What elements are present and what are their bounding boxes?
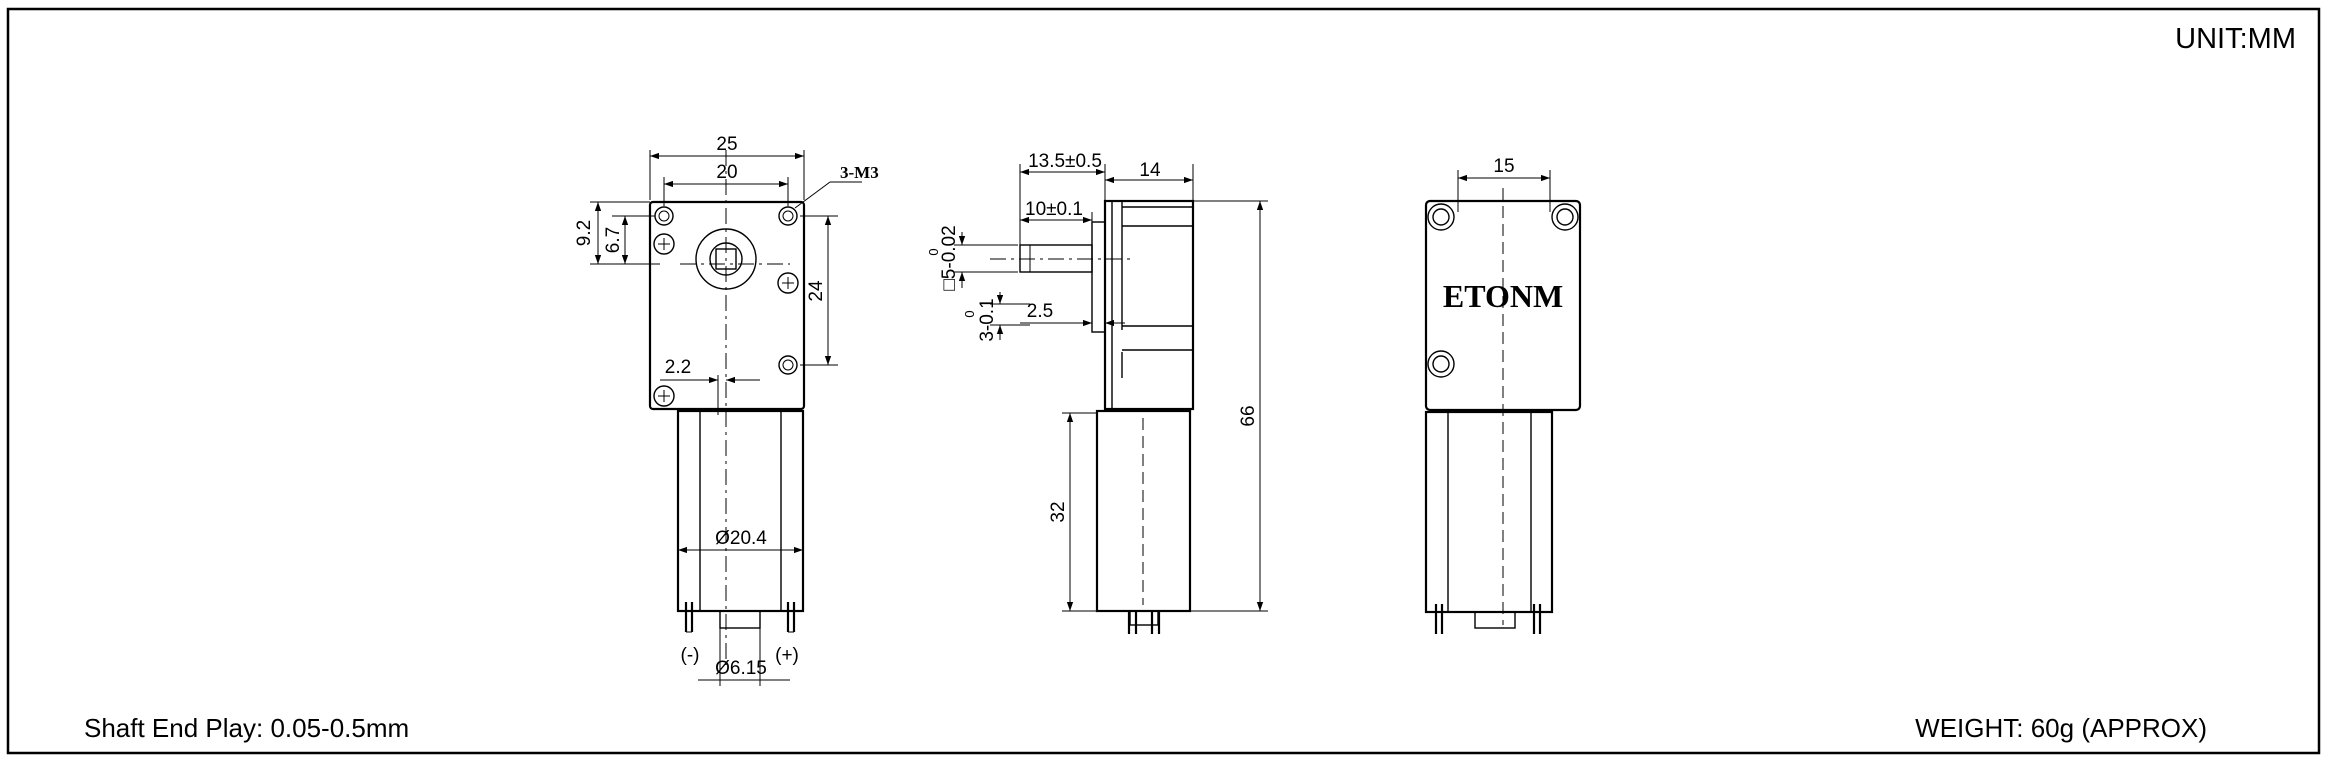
shaft-end-play-note: Shaft End Play: 0.05-0.5mm <box>84 713 409 743</box>
weight-note: WEIGHT: 60g (APPROX) <box>1915 713 2207 743</box>
rear-screw <box>1427 350 1455 378</box>
rear-motor-body <box>1424 410 1554 614</box>
terminal-plus <box>786 602 796 633</box>
front-output-boss <box>695 228 757 290</box>
dim-motor-diameter: Ø20.4 <box>715 528 767 549</box>
dim-10: 10±0.1 <box>1025 199 1083 220</box>
dim-offset-9-2: 9.2 <box>574 220 595 246</box>
screw <box>777 272 799 294</box>
side-gearbox-body <box>1103 199 1195 411</box>
thread-callout: 3-M3 <box>840 163 879 182</box>
front-motor-body <box>676 409 805 613</box>
mounting-hole <box>778 206 798 226</box>
dim-motor-32: 32 <box>1048 501 1069 522</box>
front-view: 25 20 3-M3 9.2 6.7 24 2.2 Ø20.4 (-) (+) <box>574 134 879 686</box>
screw <box>653 385 675 407</box>
front-gearbox-body <box>648 200 806 411</box>
dim-total-66: 66 <box>1238 405 1259 426</box>
minus-terminal-label: (-) <box>681 645 700 666</box>
dim-14: 14 <box>1139 160 1161 181</box>
rear-screw <box>1427 203 1455 231</box>
dim-13-5: 13.5±0.5 <box>1028 151 1102 172</box>
brand-logo: ETONM <box>1443 278 1563 314</box>
terminal-minus <box>684 602 694 633</box>
dim-2-5: 2.5 <box>1027 301 1053 322</box>
dim-15: 15 <box>1493 156 1514 177</box>
plus-terminal-label: (+) <box>775 645 799 666</box>
dim-height-24: 24 <box>806 280 827 302</box>
unit-label: UNIT:MM <box>2175 23 2296 55</box>
dim-boss-diameter: Ø6.15 <box>715 658 767 679</box>
dim-width-25: 25 <box>716 134 737 155</box>
shaft-square-sup: 0 <box>926 248 941 255</box>
side-view: 13.5±0.5 14 10±0.1 0 □5-0.02 0 3-0.1 2.5… <box>926 151 1268 634</box>
flat-sup: 0 <box>962 310 977 317</box>
dim-hole-spacing-20: 20 <box>716 162 737 183</box>
dim-offset-2-2: 2.2 <box>665 357 691 378</box>
mounting-hole <box>778 355 798 375</box>
rear-view: ETONM 15 <box>1424 156 1582 634</box>
screw <box>653 233 675 255</box>
rear-screw <box>1551 203 1579 231</box>
dim-offset-6-7: 6.7 <box>603 227 624 253</box>
mounting-hole <box>654 206 674 226</box>
dim-flat: 3-0.1 <box>977 298 998 341</box>
dim-shaft-square: □5-0.02 <box>939 225 960 290</box>
drawing-border <box>6 7 2321 755</box>
